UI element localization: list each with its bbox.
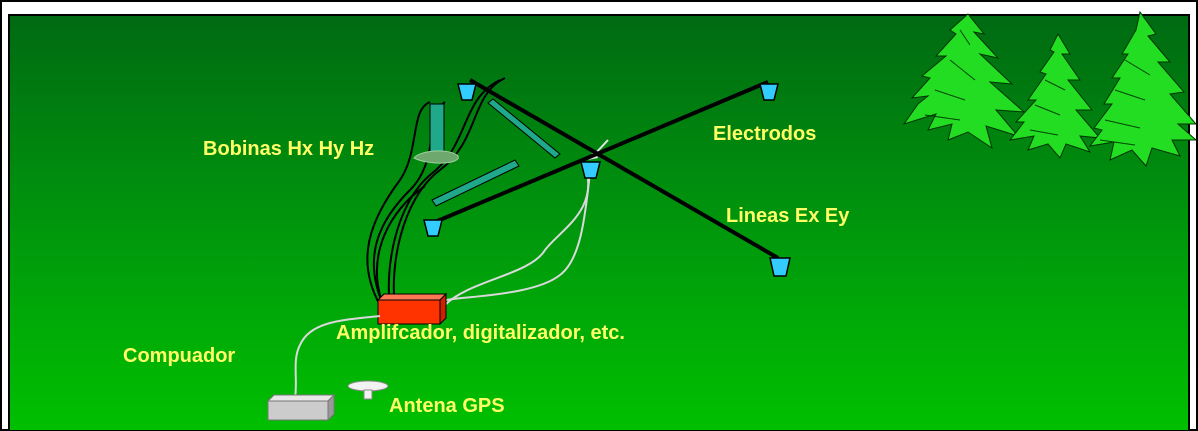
electrode-sw (423, 219, 443, 237)
trees (902, 10, 1198, 167)
amplifier-box (376, 292, 448, 326)
computer-box (266, 393, 336, 422)
label-lines: Lineas Ex Ey (726, 205, 850, 227)
label-amplifier: Amplifcador, digitalizador, etc. (336, 322, 625, 344)
coil-hy (487, 98, 561, 159)
tree-left (902, 13, 1026, 150)
cable-electrode-to-amplifier-1 (444, 164, 590, 306)
gps-antenna-icon (347, 380, 389, 400)
electrode-lines (434, 78, 780, 260)
tree-right (1088, 10, 1198, 167)
tree-shading (924, 29, 1151, 146)
electrode-ne (759, 83, 779, 101)
ground-background (8, 14, 1190, 431)
coil-hz-base (413, 150, 459, 164)
label-coils: Bobinas Hx Hy Hz (203, 138, 374, 160)
coil-hx (431, 159, 520, 207)
cable-amplifier-to-computer (294, 315, 381, 399)
label-electrodes: Electrodos (713, 123, 816, 145)
electrode-center (580, 161, 601, 179)
electrode-se (769, 257, 791, 277)
line-ey (434, 80, 769, 224)
coil-hz (429, 103, 445, 153)
tree-middle (1008, 32, 1102, 159)
electrode-nw (457, 83, 477, 101)
line-ex (468, 78, 780, 260)
electrodes (423, 83, 791, 277)
label-computer: Compuador (123, 345, 235, 367)
coils (429, 98, 561, 207)
label-gps: Antena GPS (389, 395, 505, 417)
cable-electrode-to-amplifier-2 (445, 171, 591, 301)
